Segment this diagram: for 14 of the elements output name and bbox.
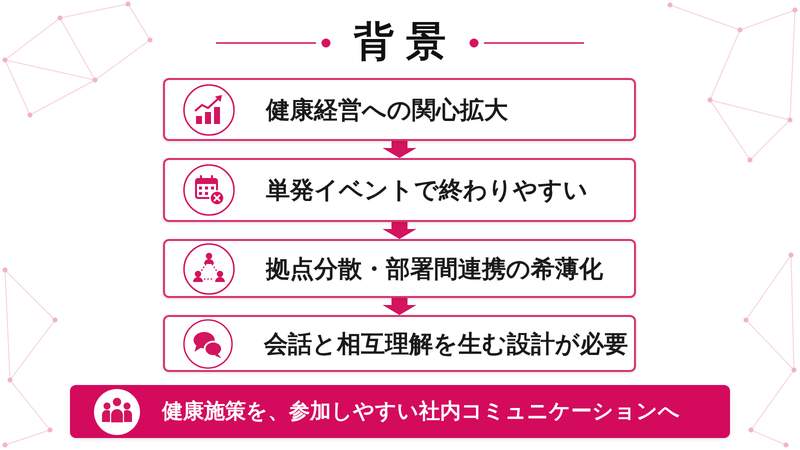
- step-text: 拠点分散・部署間連携の希薄化: [266, 254, 603, 284]
- title: 背景: [352, 18, 458, 67]
- down-arrow: [382, 141, 416, 158]
- conclusion-banner: [70, 385, 730, 438]
- down-arrow: [382, 222, 416, 239]
- step-box: [163, 239, 636, 298]
- step-box: [163, 158, 636, 222]
- step-text: 健康経営への関心拡大: [266, 94, 508, 124]
- step-text: 会話と相互理解を生む設計が必要: [264, 328, 628, 358]
- step-text: 単発イベントで終わりやすい: [266, 175, 588, 205]
- step-box: [163, 315, 636, 372]
- step-box: [163, 78, 636, 141]
- down-arrow: [382, 298, 416, 315]
- banner-text: 健康施策を、参加しやすい社内コミュニケーションへ: [162, 398, 680, 425]
